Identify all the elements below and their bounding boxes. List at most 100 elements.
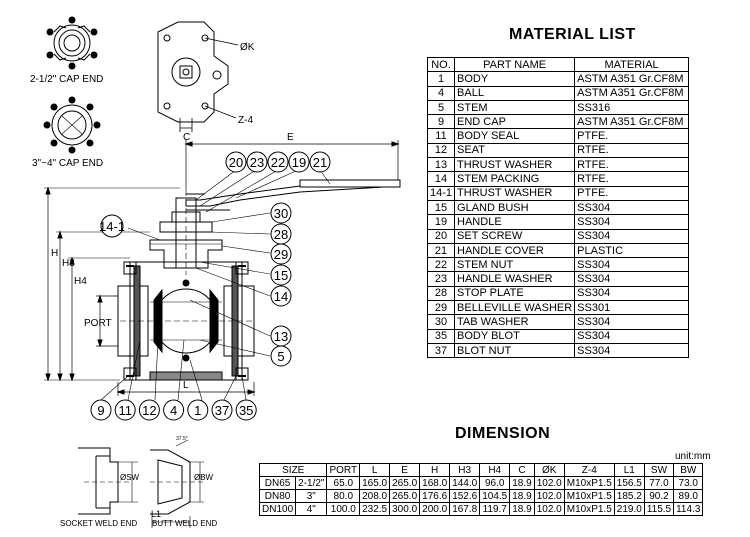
balloon-number: 1 xyxy=(194,403,201,418)
balloon: 35 xyxy=(235,399,257,421)
balloon: 20 xyxy=(225,151,247,173)
part-number: 20 xyxy=(426,228,456,244)
balloon-number: 14 xyxy=(274,289,288,304)
balloon-number: 11 xyxy=(118,403,132,418)
dimension-cell: 265.0 xyxy=(389,476,421,490)
balloon: 15 xyxy=(270,264,292,286)
balloon: 19 xyxy=(288,151,310,173)
part-name: SEAT xyxy=(454,142,576,159)
dimension-header-cell: C xyxy=(509,463,535,477)
part-name: SET SCREW xyxy=(454,228,576,244)
part-name: TAB WASHER xyxy=(454,314,576,330)
part-number: 21 xyxy=(426,242,456,259)
header-no: NO. xyxy=(426,56,456,73)
part-number: 15 xyxy=(426,199,456,216)
part-material: SS304 xyxy=(574,257,689,273)
part-number: 14 xyxy=(426,171,456,187)
balloon-number: 22 xyxy=(271,155,285,170)
phi-k-label: ØK xyxy=(240,42,255,53)
dimension-cell: 165.0 xyxy=(359,476,391,490)
dimension-cell: 65.0 xyxy=(326,476,361,490)
part-name: BODY xyxy=(454,71,576,87)
material-list-title: MATERIAL LIST xyxy=(509,26,636,43)
balloon: 4 xyxy=(163,399,185,421)
dimension-cell: 89.0 xyxy=(673,489,704,503)
mounting-pad-view xyxy=(157,21,239,132)
h4-label: H4 xyxy=(74,276,87,287)
part-material: SS304 xyxy=(574,271,689,287)
dimension-header-cell: L1 xyxy=(613,463,645,477)
phi-bw-label: ØBW xyxy=(194,473,214,482)
part-material: ASTM A351 Gr.CF8M xyxy=(574,71,689,87)
part-number: 13 xyxy=(426,157,456,173)
z4-label: Z-4 xyxy=(238,115,253,126)
dimension-cell: 119.7 xyxy=(479,502,511,516)
part-number: 23 xyxy=(426,271,456,287)
part-number: 37 xyxy=(426,342,456,359)
dimension-cell: 3" xyxy=(295,489,328,503)
dimension-header-cell: H3 xyxy=(449,463,481,477)
balloon: 9 xyxy=(90,399,112,421)
dimension-cell: 102.0 xyxy=(533,476,565,490)
balloon: 28 xyxy=(270,223,292,245)
dimension-cell: 176.6 xyxy=(419,489,451,503)
balloon-number: 30 xyxy=(274,206,288,221)
part-material: SS304 xyxy=(574,199,689,216)
l1-label: L1 xyxy=(151,509,161,519)
balloon-number: 28 xyxy=(274,227,288,242)
socket-weld-end-label: SOCKET WELD END xyxy=(60,519,137,528)
part-number: 4 xyxy=(426,85,456,101)
cap-end-small-view xyxy=(46,16,98,70)
dimension-cell: 208.0 xyxy=(359,489,391,503)
balloon: 37 xyxy=(211,399,233,421)
dimension-cell: 185.2 xyxy=(613,489,645,503)
part-material: SS304 xyxy=(574,328,689,344)
balloon-number: 5 xyxy=(277,349,284,364)
part-name: BELLEVILLE WASHER xyxy=(454,300,576,316)
part-name: BALL xyxy=(454,85,576,101)
balloon-number: 12 xyxy=(142,403,156,418)
dimension-cell: 265.0 xyxy=(389,489,421,503)
cap-end-large-view xyxy=(43,96,101,154)
part-name: THRUST WASHER xyxy=(454,157,576,173)
part-name: STOP PLATE xyxy=(454,285,576,302)
l-label: L xyxy=(183,380,189,391)
part-number: 5 xyxy=(426,99,456,116)
dimension-cell: 144.0 xyxy=(449,476,481,490)
part-number: 19 xyxy=(426,214,456,230)
dimension-cell: 300.0 xyxy=(389,502,421,516)
header-part-name: PART NAME xyxy=(454,56,576,73)
balloon: 1 xyxy=(187,399,209,421)
dimension-title: DIMENSION xyxy=(455,425,551,442)
dimension-cell: 152.6 xyxy=(449,489,481,503)
dimension-cell: M10xP1.5 xyxy=(563,489,615,503)
dimension-cell: 18.9 xyxy=(509,489,535,503)
butt-weld-end-detail xyxy=(150,439,206,528)
balloon: 5 xyxy=(270,345,292,367)
dimension-cell: 77.0 xyxy=(643,476,675,490)
part-number: 11 xyxy=(426,128,456,144)
part-material: RTFE. xyxy=(574,157,689,173)
part-name: BLOT NUT xyxy=(454,342,576,359)
part-number: 22 xyxy=(426,257,456,273)
part-material: ASTM A351 Gr.CF8M xyxy=(574,114,689,130)
part-number: 35 xyxy=(426,328,456,344)
balloon-number: 15 xyxy=(274,268,288,283)
dimension-cell: M10xP1.5 xyxy=(563,476,615,490)
dimension-cell: 2-1/2" xyxy=(295,476,328,490)
part-name: HANDLE WASHER xyxy=(454,271,576,287)
phi-sw-label: ØSW xyxy=(120,473,140,482)
